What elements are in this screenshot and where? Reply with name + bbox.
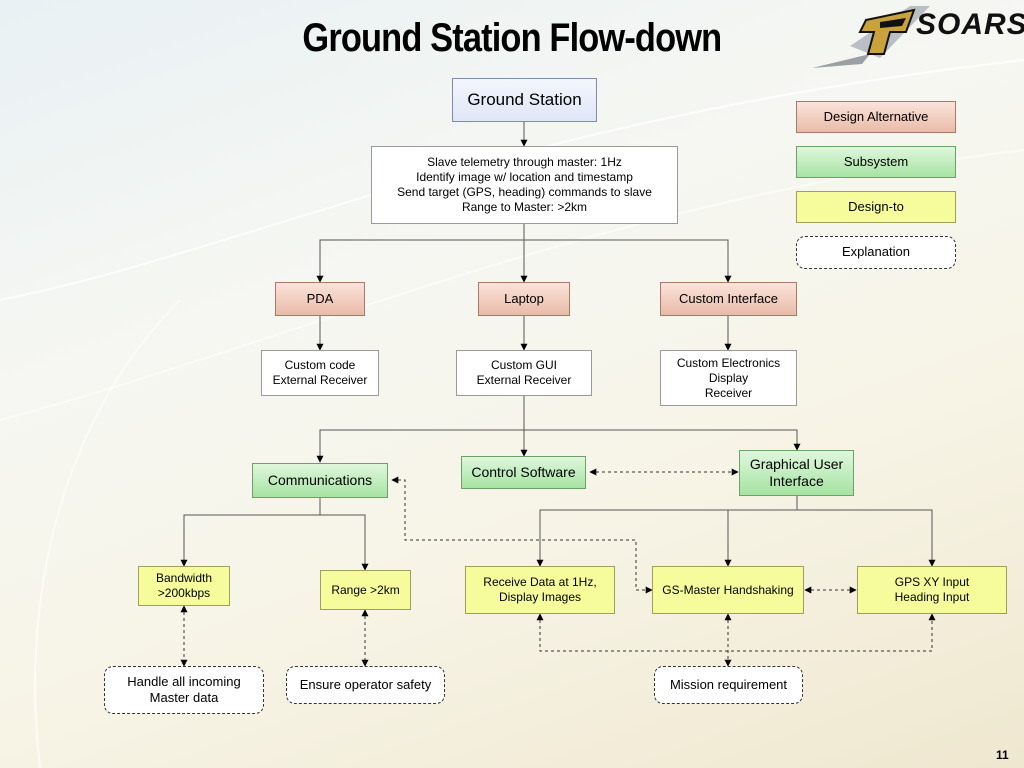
page-title: Ground Station Flow-down [302,16,722,60]
laptop-node: Laptop [478,282,570,316]
legend-design-alternative: Design Alternative [796,101,956,133]
gps-input-node: GPS XY Input Heading Input [857,566,1007,614]
pda-detail-node: Custom code External Receiver [261,350,379,396]
soars-logo [812,6,930,68]
requirements-node: Slave telemetry through master: 1Hz Iden… [371,146,678,224]
mission-requirement-explanation: Mission requirement [654,666,803,704]
communications-node: Communications [252,463,388,498]
legend-subsystem: Subsystem [796,146,956,178]
bandwidth-node: Bandwidth >200kbps [138,566,230,606]
gui-node: Graphical User Interface [739,450,854,496]
custom-interface-node: Custom Interface [660,282,797,316]
legend-design-to: Design-to [796,191,956,223]
handle-incoming-explanation: Handle all incoming Master data [104,666,264,714]
operator-safety-explanation: Ensure operator safety [286,666,445,704]
receive-data-node: Receive Data at 1Hz, Display Images [465,566,615,614]
legend-explanation: Explanation [796,236,956,269]
range-node: Range >2km [320,570,411,610]
control-software-node: Control Software [461,456,586,489]
laptop-detail-node: Custom GUI External Receiver [456,350,592,396]
custom-interface-detail-node: Custom Electronics Display Receiver [660,350,797,406]
gs-master-handshaking-node: GS-Master Handshaking [652,566,804,614]
page-number: 11 [996,748,1009,762]
logo-text: SOARS [916,8,1024,41]
pda-node: PDA [275,282,365,316]
ground-station-node: Ground Station [452,78,597,122]
